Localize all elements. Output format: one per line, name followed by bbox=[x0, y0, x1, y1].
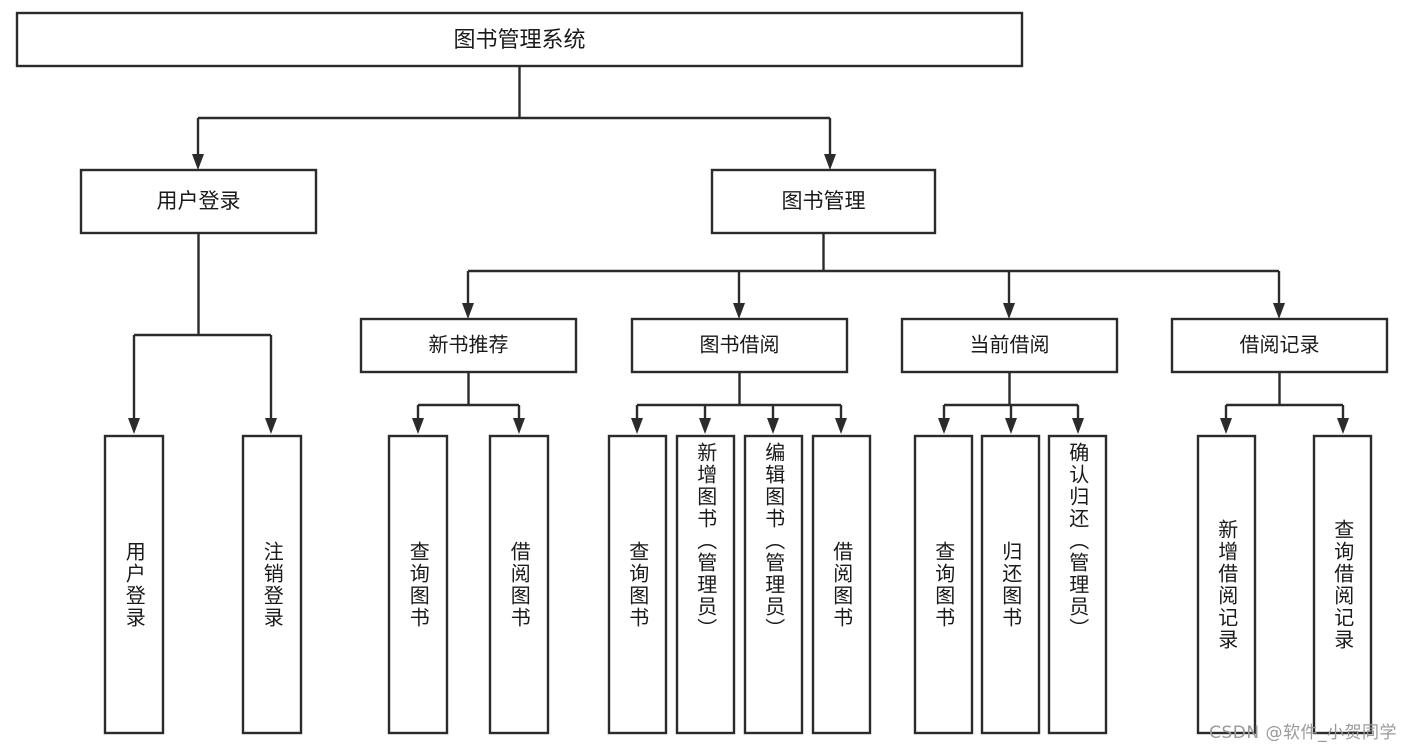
leaf-box-query-book-3[interactable] bbox=[913, 434, 974, 735]
csdn-watermark: CSDN @软件_小贺同学 bbox=[1209, 723, 1397, 743]
connector-borrow-record-to-leaves bbox=[1220, 372, 1349, 434]
connector-book-borrow-to-leaves bbox=[631, 372, 847, 434]
node-book-manage-label: 图书管理 bbox=[782, 189, 866, 213]
arrow-leaf-add-record bbox=[1220, 418, 1232, 434]
arrow-leaf-logout bbox=[265, 418, 277, 434]
leaf-box-add-record[interactable] bbox=[1196, 434, 1257, 735]
arrow-leaf-query-book-2 bbox=[631, 418, 643, 434]
node-borrow-record[interactable]: 借阅记录 bbox=[1170, 317, 1389, 374]
node-user-login-box bbox=[79, 168, 318, 235]
leaf-box-return-book[interactable] bbox=[980, 434, 1041, 735]
node-user-login-label: 用户登录 bbox=[157, 189, 241, 213]
arrow-to-new-book-rec bbox=[462, 303, 474, 319]
arrow-leaf-borrow-book-1 bbox=[513, 418, 525, 434]
leaf-box-borrow-book-2[interactable] bbox=[811, 434, 872, 735]
arrow-leaf-query-book-3 bbox=[938, 418, 950, 434]
node-new-book-rec[interactable]: 新书推荐 bbox=[359, 317, 578, 374]
node-new-book-rec-label: 新书推荐 bbox=[429, 333, 509, 357]
node-borrow-record-label: 借阅记录 bbox=[1240, 333, 1320, 357]
arrow-to-book-borrow bbox=[733, 303, 745, 319]
arrow-leaf-confirm-return bbox=[1072, 418, 1084, 434]
leaf-box-query-record[interactable] bbox=[1312, 434, 1373, 735]
arrow-leaf-add-book bbox=[699, 418, 711, 434]
connector-book-manage-to-level2 bbox=[462, 233, 1285, 319]
leaf-box-logout[interactable] bbox=[241, 434, 303, 735]
arrow-leaf-user-login bbox=[128, 418, 140, 434]
arrow-leaf-edit-book bbox=[767, 418, 779, 434]
connector-new-book-rec-to-leaves bbox=[412, 372, 525, 434]
node-book-manage[interactable]: 图书管理 bbox=[710, 168, 937, 235]
node-current-borrow[interactable]: 当前借阅 bbox=[900, 317, 1119, 374]
connector-root-to-level1 bbox=[192, 66, 836, 170]
arrow-leaf-query-book-1 bbox=[412, 418, 424, 434]
node-root-label: 图书管理系统 bbox=[453, 28, 585, 53]
leaf-box-confirm-return[interactable] bbox=[1047, 434, 1108, 735]
arrow-leaf-query-record bbox=[1337, 418, 1349, 434]
node-current-borrow-box bbox=[900, 317, 1119, 374]
node-book-borrow[interactable]: 图书借阅 bbox=[630, 317, 849, 374]
leaf-box-add-book[interactable] bbox=[675, 434, 736, 735]
arrow-to-borrow-record bbox=[1273, 303, 1285, 319]
arrow-to-current-borrow bbox=[1003, 303, 1015, 319]
connector-user-login-to-leaves bbox=[128, 233, 277, 434]
node-user-login[interactable]: 用户登录 bbox=[79, 168, 318, 235]
arrow-leaf-return-book bbox=[1005, 418, 1017, 434]
leaf-box-query-book-1[interactable] bbox=[387, 434, 449, 735]
arrow-leaf-borrow-book-2 bbox=[835, 418, 847, 434]
node-root[interactable]: 图书管理系统 bbox=[15, 11, 1024, 68]
node-book-borrow-label: 图书借阅 bbox=[700, 333, 780, 357]
leaf-box-borrow-book-1[interactable] bbox=[488, 434, 550, 735]
arrow-to-user-login bbox=[192, 154, 204, 170]
node-root-box bbox=[15, 11, 1024, 68]
node-new-book-rec-box bbox=[359, 317, 578, 374]
connector-current-borrow-to-leaves bbox=[938, 372, 1084, 434]
leaf-box-edit-book[interactable] bbox=[743, 434, 804, 735]
node-current-borrow-label: 当前借阅 bbox=[970, 333, 1050, 357]
leaf-box-user-login[interactable] bbox=[103, 434, 165, 735]
leaf-box-query-book-2[interactable] bbox=[607, 434, 668, 735]
arrow-to-book-manage bbox=[824, 154, 836, 170]
